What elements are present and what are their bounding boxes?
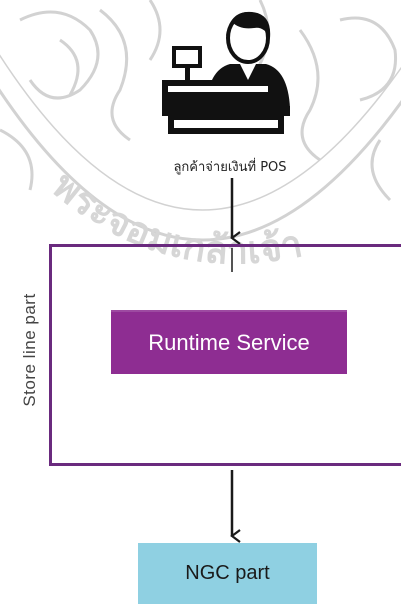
runtime-service-box: Runtime Service [111, 310, 347, 374]
store-line-part-label: Store line part [20, 293, 39, 407]
cashier-at-register-icon [162, 11, 290, 134]
ngc-part-box: NGC part [138, 543, 317, 604]
customer-pays-caption: ลูกค้าจ่ายเงินที่ POS [173, 160, 287, 175]
store-line-part-box [49, 244, 401, 466]
